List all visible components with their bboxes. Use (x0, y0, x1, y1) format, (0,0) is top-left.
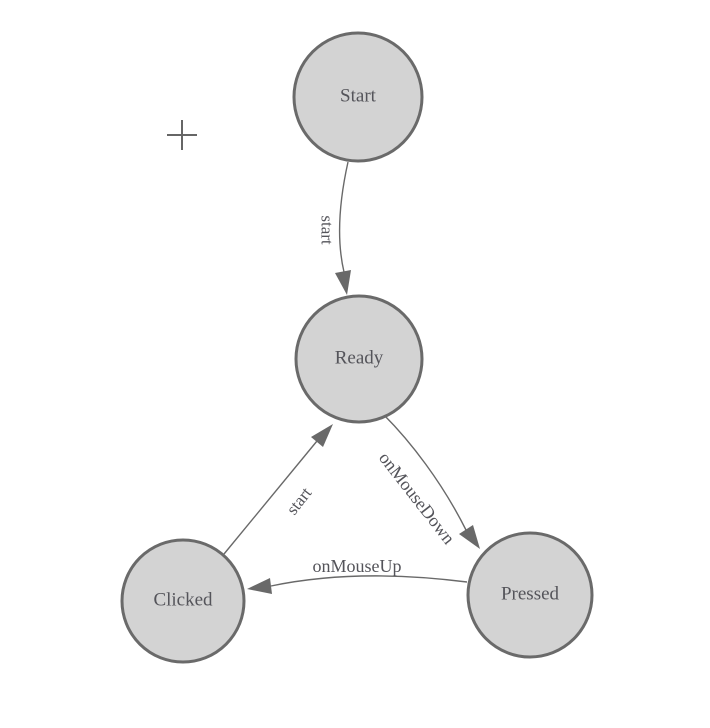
edge-ready-to-pressed[interactable]: onMouseDown (375, 414, 480, 549)
edge-pressed-to-clicked[interactable]: onMouseUp (247, 556, 468, 594)
node-pressed[interactable]: Pressed (466, 531, 594, 659)
arrowhead-into-ready-top (335, 270, 351, 295)
node-pressed-label: Pressed (501, 584, 560, 605)
node-clicked-circle[interactable] (120, 538, 246, 664)
edge-start-to-ready[interactable]: start (318, 161, 352, 295)
node-clicked-label: Clicked (153, 590, 213, 611)
node-ready-label: Ready (335, 348, 384, 369)
node-start-circle[interactable] (292, 31, 424, 163)
edge-start-to-ready-path[interactable] (338, 161, 349, 273)
edge-label-onmouseup: onMouseUp (313, 556, 402, 576)
edge-clicked-to-ready-path[interactable] (223, 440, 318, 555)
edge-clicked-to-ready[interactable]: start (223, 424, 333, 555)
plus-crosshair-icon (167, 120, 197, 150)
arrowhead-into-ready-bottomleft (311, 424, 333, 447)
node-pressed-circle[interactable] (466, 531, 594, 659)
edge-ready-to-pressed-path[interactable] (383, 414, 467, 531)
edge-pressed-to-clicked-path[interactable] (270, 575, 468, 587)
arrowhead-into-clicked-right (247, 578, 272, 594)
node-start-label: Start (340, 86, 377, 107)
arrowhead-into-pressed-topleft (459, 525, 480, 549)
node-start[interactable]: Start (292, 31, 424, 163)
edge-label-onmousedown: onMouseDown (375, 448, 459, 548)
edge-label-start-bottom: start (283, 483, 316, 518)
node-clicked[interactable]: Clicked (120, 538, 246, 664)
node-ready[interactable]: Ready (294, 294, 424, 424)
node-ready-circle[interactable] (294, 294, 424, 424)
edge-label-start-top: start (318, 215, 337, 245)
